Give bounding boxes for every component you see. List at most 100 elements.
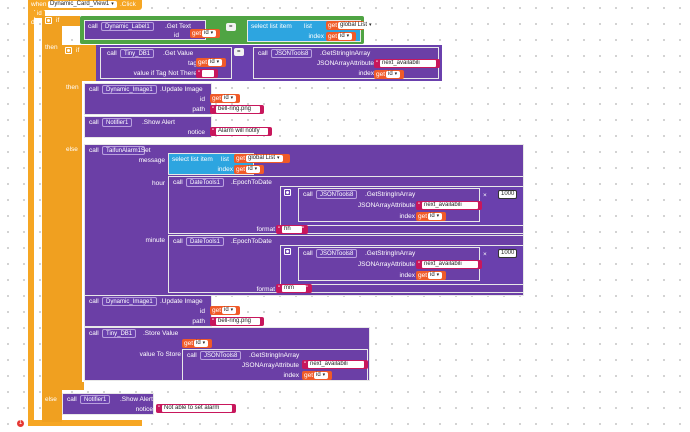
jsontools-dropdown[interactable]: JSONTools8 bbox=[271, 49, 313, 58]
notifier-dropdown[interactable]: Notifier1 bbox=[102, 118, 133, 127]
var-dropdown[interactable]: id bbox=[202, 30, 217, 37]
string-value[interactable]: next_availabili bbox=[308, 361, 364, 368]
var-dropdown[interactable]: id bbox=[386, 71, 401, 78]
string-value[interactable]: mm bbox=[282, 285, 306, 292]
empty-string-block[interactable]: "" bbox=[196, 69, 218, 78]
update-image-block[interactable]: call Dynamic_Image1 .Update Image id pat… bbox=[84, 83, 212, 115]
bell-ring-string[interactable]: "bell-ring.png" bbox=[210, 317, 264, 326]
get-global-list[interactable]: get global List bbox=[234, 154, 290, 163]
next-availability-string[interactable]: "next_availabili" bbox=[374, 59, 440, 68]
get-global-list[interactable]: get global List bbox=[326, 21, 375, 30]
call-label: call bbox=[89, 330, 99, 337]
path-label: path bbox=[192, 318, 205, 325]
string-value[interactable]: Alarm will notify bbox=[216, 128, 268, 135]
equals-operator-dropdown[interactable]: = bbox=[226, 23, 236, 31]
string-value[interactable]: bell-ring.png bbox=[216, 318, 260, 325]
get-id-index[interactable]: get id bbox=[326, 32, 356, 41]
jsontools-dropdown[interactable]: JSONTools8 bbox=[316, 249, 358, 258]
math-gear-icon[interactable] bbox=[284, 189, 291, 196]
datetools-dropdown[interactable]: DateTools1 bbox=[186, 237, 225, 246]
string-value[interactable] bbox=[202, 70, 214, 77]
bell-ring-string[interactable]: "bell-ring.png" bbox=[210, 105, 264, 114]
var-dropdown[interactable]: id bbox=[338, 33, 353, 40]
jsontools-get-string-block[interactable]: call JSONTools8 .GetStringInArray JSONAr… bbox=[298, 188, 480, 222]
get-id-tag[interactable]: get id bbox=[182, 339, 212, 348]
call-label: call bbox=[89, 86, 99, 93]
tinydb-dropdown[interactable]: Tiny_DB1 bbox=[102, 329, 137, 338]
get-id-index[interactable]: get id bbox=[302, 371, 332, 380]
var-dropdown[interactable]: id bbox=[428, 272, 443, 279]
string-value[interactable]: hh bbox=[282, 226, 302, 233]
format-mm-string[interactable]: "mm" bbox=[276, 284, 312, 293]
datetools-dropdown[interactable]: DateTools1 bbox=[186, 178, 225, 187]
global-list-dropdown[interactable]: global List bbox=[338, 22, 375, 29]
event-handler-block[interactable]: when Dynamic_Card_View1 .Click bbox=[28, 0, 142, 10]
taifun-alarm-dropdown[interactable]: TaifunAlarm1 bbox=[102, 146, 146, 155]
var-dropdown[interactable]: id bbox=[194, 340, 209, 347]
format-hh-string[interactable]: "hh" bbox=[276, 225, 308, 234]
var-dropdown[interactable]: id bbox=[222, 307, 237, 314]
var-dropdown[interactable]: id bbox=[314, 372, 329, 379]
notice-label: notice bbox=[187, 129, 205, 136]
if-else-block[interactable]: if bbox=[42, 16, 80, 26]
get-keyword: get bbox=[198, 59, 208, 66]
string-value[interactable]: bell-ring.png bbox=[216, 106, 260, 113]
string-value[interactable]: next_availabili bbox=[380, 60, 436, 67]
dynamic-label-dropdown[interactable]: Dynamic_Label1 bbox=[101, 22, 154, 31]
call-label: call bbox=[67, 396, 77, 403]
dynamic-image-dropdown[interactable]: Dynamic_Image1 bbox=[102, 85, 157, 94]
call-label: call bbox=[303, 250, 313, 257]
event-param-id[interactable]: id bbox=[34, 10, 45, 18]
get-id-index[interactable]: get id bbox=[234, 165, 264, 174]
notifier-dropdown[interactable]: Notifier1 bbox=[80, 395, 111, 404]
json-array-attr-label: JSONArrayAttribute bbox=[357, 261, 415, 268]
var-dropdown[interactable]: id bbox=[208, 59, 223, 66]
number-1000[interactable]: 1000 bbox=[498, 249, 518, 258]
message-label: message bbox=[138, 157, 165, 164]
string-value[interactable]: next_availabili bbox=[422, 202, 478, 209]
jsontools-dropdown[interactable]: JSONTools8 bbox=[316, 190, 358, 199]
global-list-dropdown[interactable]: global List bbox=[246, 155, 283, 162]
update-image-block[interactable]: call Dynamic_Image1 .Update Image id pat… bbox=[84, 295, 212, 327]
jsontools-dropdown[interactable]: JSONTools8 bbox=[200, 351, 242, 360]
var-dropdown[interactable]: id bbox=[428, 213, 443, 220]
get-id-tag[interactable]: get id bbox=[196, 58, 226, 67]
show-alert-block[interactable]: call Notifier1 .Show Alert notice bbox=[84, 116, 212, 138]
equals-operator-dropdown[interactable]: = bbox=[234, 48, 244, 56]
get-keyword: get bbox=[328, 33, 338, 40]
var-dropdown[interactable]: id bbox=[222, 95, 237, 102]
string-value[interactable]: Not able to set alarm bbox=[162, 405, 232, 412]
alarm-will-notify-string[interactable]: "Alarm will notify" bbox=[210, 127, 272, 136]
index-label: index bbox=[358, 70, 374, 77]
get-id-index[interactable]: get id bbox=[374, 70, 404, 79]
label-get-text-block[interactable]: call Dynamic_Label1 .Get Text id bbox=[84, 20, 206, 40]
show-alert-method: .Show Alert bbox=[142, 119, 175, 126]
event-component-dropdown[interactable]: Dynamic_Card_View1 bbox=[48, 1, 117, 8]
next-availability-string[interactable]: "next_availabili" bbox=[302, 360, 368, 369]
error-badge-icon[interactable]: 1 bbox=[16, 419, 25, 428]
not-able-string[interactable]: "Not able to set alarm" bbox=[156, 404, 236, 413]
var-dropdown[interactable]: id bbox=[246, 166, 261, 173]
select-list-item-block[interactable]: select list item list index bbox=[168, 153, 254, 175]
get-id-block[interactable]: get id bbox=[210, 94, 240, 103]
tinydb-dropdown[interactable]: Tiny_DB1 bbox=[120, 49, 155, 58]
math-gear-icon[interactable] bbox=[284, 248, 291, 255]
string-value[interactable]: next_availabili bbox=[422, 261, 478, 268]
show-alert-else-block[interactable]: call Notifier1 .Show Alert notice bbox=[62, 393, 154, 415]
get-id-block[interactable]: get id bbox=[190, 29, 220, 38]
id-param-label: id bbox=[199, 96, 205, 103]
next-availability-string[interactable]: "next_availabili" bbox=[416, 201, 482, 210]
select-list-item-label: select list item bbox=[251, 23, 292, 30]
get-id-index[interactable]: get id bbox=[416, 271, 446, 280]
dynamic-image-dropdown[interactable]: Dynamic_Image1 bbox=[102, 297, 157, 306]
id-param-label: id bbox=[173, 32, 179, 39]
number-1000[interactable]: 1000 bbox=[498, 190, 518, 199]
call-label: call bbox=[173, 238, 183, 245]
get-keyword: get bbox=[236, 155, 246, 162]
get-id-index[interactable]: get id bbox=[416, 212, 446, 221]
inner-if-block[interactable]: if bbox=[62, 45, 96, 81]
if-gear-icon[interactable] bbox=[45, 17, 52, 24]
next-availability-string[interactable]: "next_availabili" bbox=[416, 260, 482, 269]
inner-if-gear-icon[interactable] bbox=[65, 47, 72, 54]
get-id-block[interactable]: get id bbox=[210, 306, 240, 315]
